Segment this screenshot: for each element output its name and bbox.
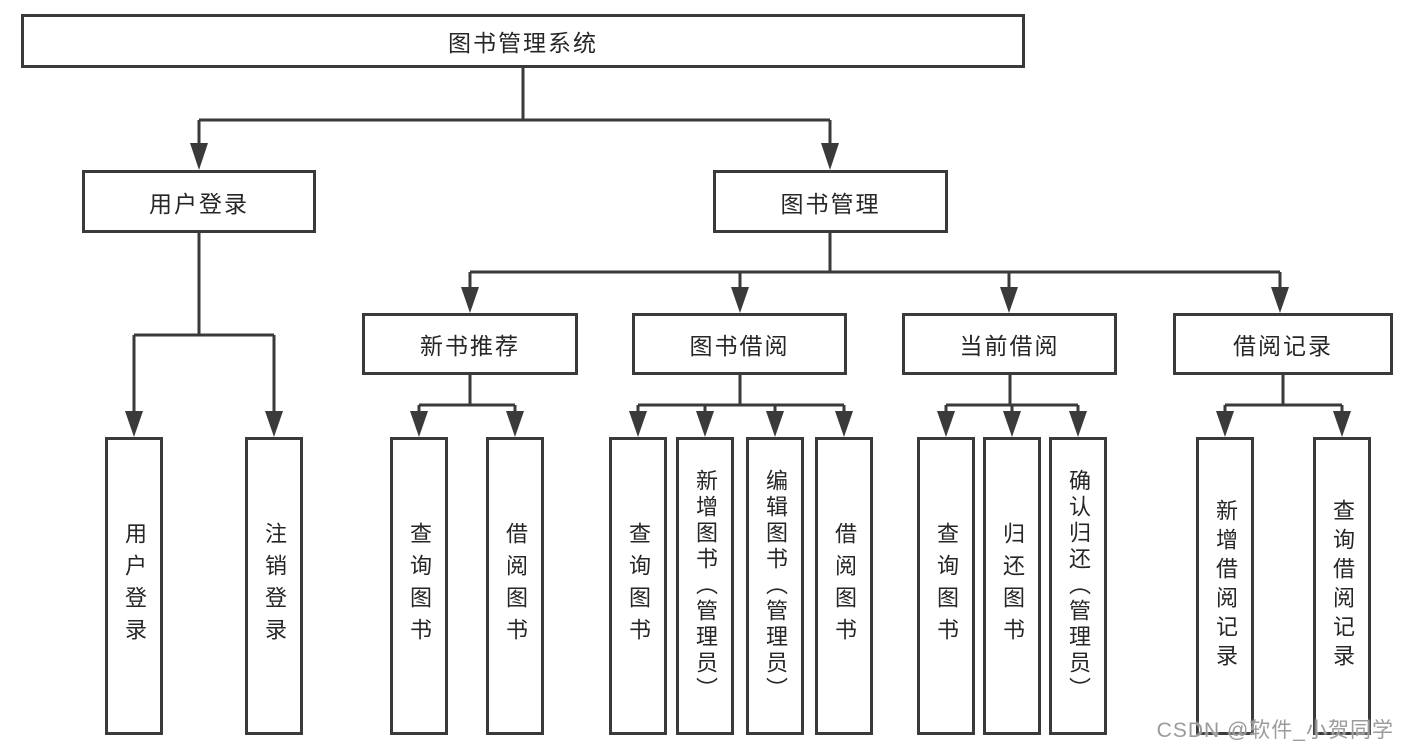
leaf-borrow-books: 借阅图书	[815, 437, 873, 735]
leaf-query-books: 查询图书	[390, 437, 448, 735]
node-borrowing-records: 借阅记录	[1173, 313, 1393, 375]
node-label: 用户登录	[149, 190, 249, 217]
node-new-book-recommendation: 新书推荐	[362, 313, 578, 375]
node-label: 图书借阅	[689, 333, 790, 359]
arrowheads	[125, 143, 1351, 437]
leaf-confirm-return-admin: 确认归还（管理员）	[1049, 437, 1107, 735]
node-label: 当前借阅	[959, 333, 1060, 359]
node-label: 借阅记录	[1233, 333, 1333, 359]
leaf-label: 借阅图书	[503, 522, 528, 650]
leaf-borrow-books: 借阅图书	[486, 437, 544, 735]
csdn-watermark: CSDN @软件_小贺同学	[1156, 719, 1394, 742]
leaf-return-books: 归还图书	[983, 437, 1041, 735]
leaf-label: 查询图书	[934, 522, 959, 650]
leaf-user-login: 用户登录	[105, 437, 163, 735]
leaf-label: 确认归还（管理员）	[1066, 469, 1091, 703]
node-label: 图书管理	[780, 190, 881, 217]
leaf-label: 注销登录	[262, 522, 287, 650]
leaf-label: 查询图书	[626, 522, 651, 650]
leaf-add-borrow-record: 新增借阅记录	[1196, 437, 1254, 735]
connector-path	[132, 68, 1344, 413]
node-label: 新书推荐	[420, 333, 520, 359]
node-library-management-system: 图书管理系统	[21, 14, 1025, 68]
leaf-add-books-admin: 新增图书（管理员）	[676, 437, 734, 735]
node-user-login: 用户登录	[82, 170, 316, 233]
leaf-edit-books-admin: 编辑图书（管理员）	[746, 437, 804, 735]
leaf-label: 查询图书	[407, 522, 432, 650]
node-book-borrowing: 图书借阅	[632, 313, 847, 375]
leaf-label: 新增借阅记录	[1213, 499, 1238, 673]
leaf-query-books: 查询图书	[609, 437, 667, 735]
leaf-label: 查询借阅记录	[1330, 499, 1355, 673]
leaf-query-borrow-record: 查询借阅记录	[1313, 437, 1371, 735]
node-label: 图书管理系统	[448, 30, 598, 56]
leaf-label: 用户登录	[122, 522, 147, 650]
leaf-label: 编辑图书（管理员）	[763, 469, 788, 703]
leaf-label: 借阅图书	[832, 522, 857, 650]
leaf-query-books: 查询图书	[917, 437, 975, 735]
leaf-label: 归还图书	[1000, 522, 1025, 650]
node-book-management: 图书管理	[713, 170, 948, 233]
leaf-label: 新增图书（管理员）	[693, 469, 718, 703]
leaf-logout: 注销登录	[245, 437, 303, 735]
node-current-borrowing: 当前借阅	[902, 313, 1117, 375]
